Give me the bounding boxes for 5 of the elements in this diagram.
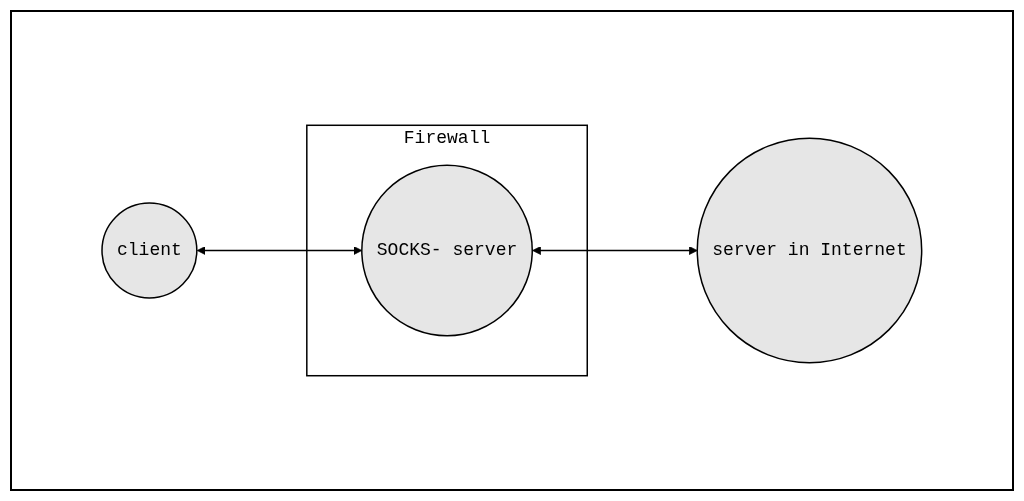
- node-circle: client: [101, 202, 198, 299]
- node-circle: SOCKS- server: [361, 164, 534, 337]
- arrow: [532, 246, 698, 255]
- arrow: [196, 246, 363, 255]
- node-circle: server in Internet: [696, 137, 923, 364]
